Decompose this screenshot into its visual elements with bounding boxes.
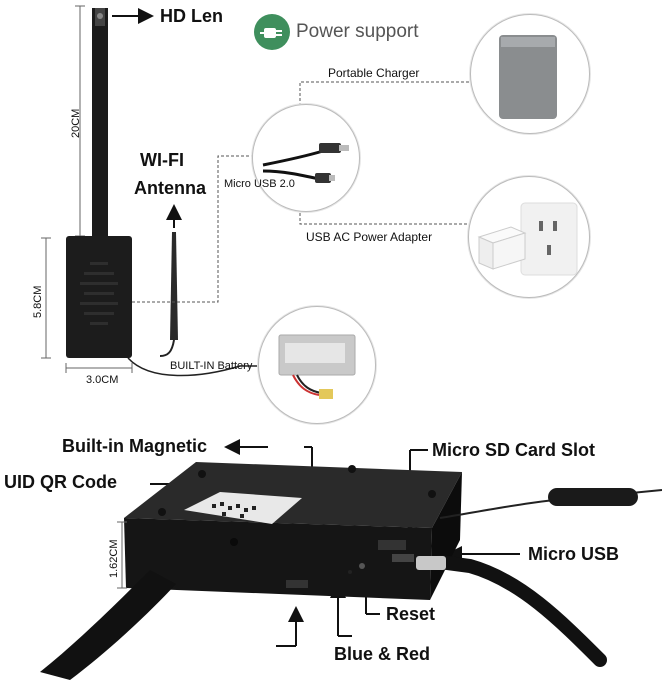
wifi-antenna xyxy=(159,232,178,357)
wifi-label-line2: Antenna xyxy=(134,178,206,198)
dim-20cm-label: 20CM xyxy=(70,108,82,138)
dim-30cm-label: 3.0CM xyxy=(86,374,119,386)
camera-module-top xyxy=(66,236,132,358)
battery-circle xyxy=(258,306,376,424)
wall-socket-icon xyxy=(477,202,578,276)
built-in-magnetic-label: Built-in Magnetic xyxy=(62,436,207,456)
antenna-tip xyxy=(548,488,638,506)
micro-usb-circle xyxy=(252,104,360,212)
usb-cable xyxy=(433,555,607,667)
built-in-battery-label: BUILT-IN Battery xyxy=(170,360,253,372)
uid-qr-code-label: UID QR Code xyxy=(4,472,118,492)
usb-plug xyxy=(416,556,446,570)
battery-wire xyxy=(127,357,262,377)
portable-charger-circle xyxy=(470,14,590,134)
micro-usb-20-label: Micro USB 2.0 xyxy=(224,178,295,190)
lens-ribbon-bottom xyxy=(40,570,176,680)
dim-162cm-label: 1.62CM xyxy=(108,539,120,578)
wifi-label-line1: WI-FI xyxy=(140,150,184,170)
dimension-58cm xyxy=(41,237,51,359)
micro-usb-label: Micro USB xyxy=(528,544,620,564)
reset-label: Reset xyxy=(386,604,436,624)
power-support-label: Power support xyxy=(296,21,419,42)
hd-len-label: HD Len xyxy=(160,6,223,26)
usb-adapter-circle xyxy=(468,176,590,298)
lens-ribbon-cable xyxy=(92,8,108,240)
usb-ac-adapter-label: USB AC Power Adapter xyxy=(306,230,433,244)
plug-icon xyxy=(260,28,282,38)
power-badge xyxy=(254,14,290,50)
battery-icon xyxy=(278,334,356,399)
power-bank-icon xyxy=(499,35,557,119)
dimension-30cm xyxy=(65,363,133,373)
micro-sd-slot-label: Micro SD Card Slot xyxy=(432,440,596,460)
camera-module-3d xyxy=(124,462,462,600)
usb-cable-icon xyxy=(262,143,349,183)
dimension-162cm xyxy=(117,521,127,589)
dim-58cm-label: 5.8CM xyxy=(32,285,44,318)
blue-red-label: Blue & Red xyxy=(334,644,431,664)
portable-charger-label: Portable Charger xyxy=(328,66,420,80)
